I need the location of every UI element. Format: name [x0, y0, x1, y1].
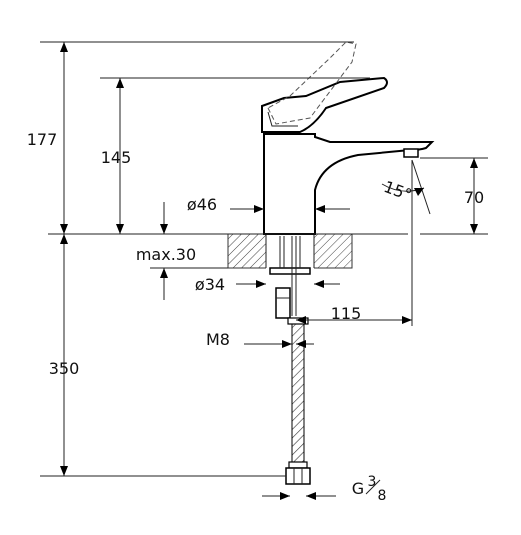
dim-115-label: 115: [331, 304, 362, 323]
dim-m8: M8: [206, 330, 314, 349]
dim-177-label: 177: [27, 130, 58, 149]
flexible-hose: [285, 317, 311, 485]
dim-max-30: max.30: [136, 202, 228, 300]
dim-g38: G 3 8: [262, 474, 386, 504]
dim-g38-numerator: 3: [368, 474, 377, 490]
countertop: [227, 232, 353, 270]
dim-115: 115: [296, 304, 412, 324]
dim-g38-base: G: [352, 479, 364, 498]
fixing-stud: [269, 236, 311, 319]
dim-diameter-46: ø46: [187, 195, 350, 214]
dim-350: 350: [49, 234, 80, 476]
dim-g38-denominator: 8: [378, 488, 387, 504]
dim-70-label: 70: [464, 188, 484, 207]
dim-177: 177: [27, 42, 68, 234]
dim-diameter-34-label: ø34: [195, 275, 225, 294]
dim-angle-15: 15°: [381, 177, 425, 205]
dim-diameter-46-label: ø46: [187, 195, 217, 214]
dim-350-label: 350: [49, 359, 80, 378]
faucet-body: [263, 133, 435, 235]
dim-70: 70: [464, 158, 484, 234]
lever-handle: [261, 76, 388, 133]
reference-lines: [40, 41, 488, 477]
dim-max-30-label: max.30: [136, 245, 196, 264]
dim-145: 145: [101, 78, 132, 234]
dim-145-label: 145: [101, 148, 132, 167]
lever-handle-open: [267, 41, 357, 125]
dim-m8-label: M8: [206, 330, 230, 349]
dim-angle-15-label: 15°: [381, 177, 414, 205]
dim-diameter-34: ø34: [195, 275, 340, 294]
